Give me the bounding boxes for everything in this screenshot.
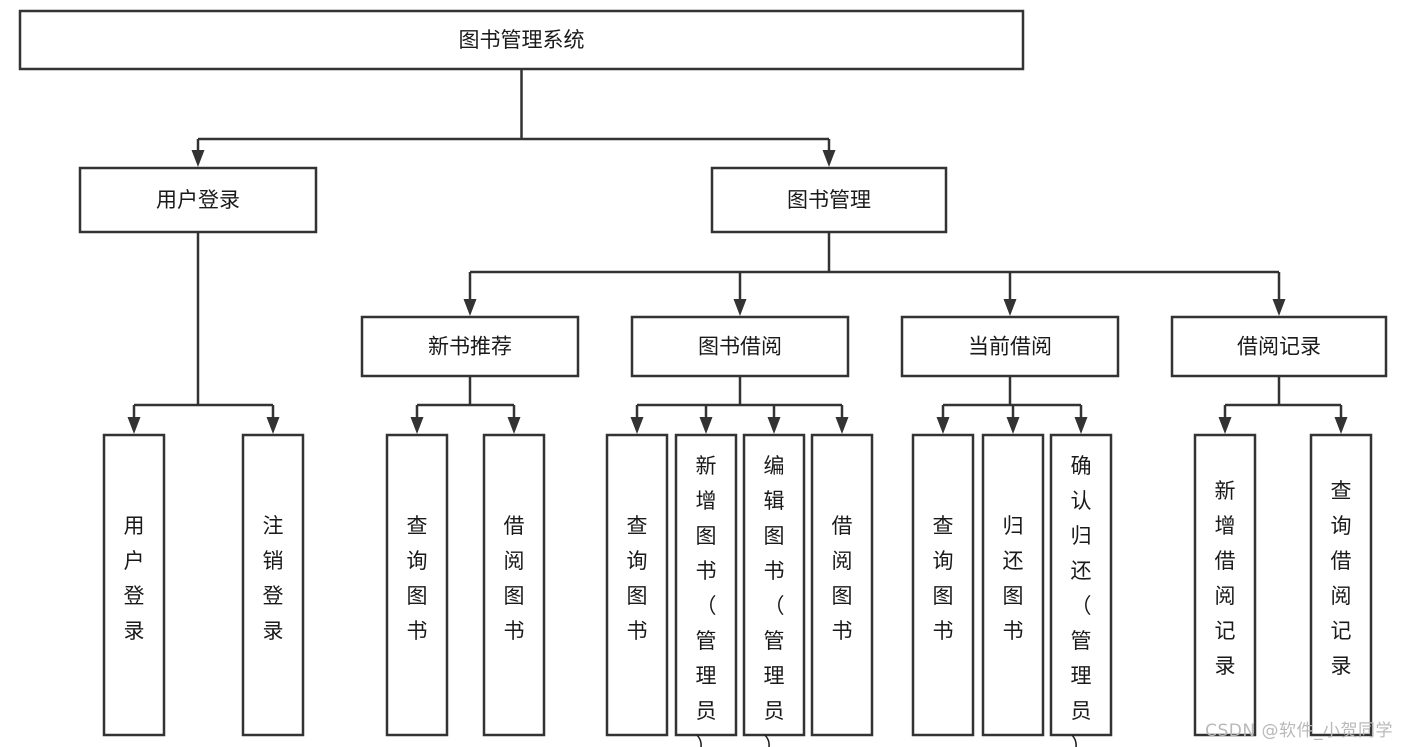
node-label-leaf-query-record: 查询借阅记录 — [1331, 479, 1352, 678]
node-leaf-logout[interactable]: 注销登录 — [241, 433, 305, 737]
arrow-head-icon — [733, 299, 747, 316]
node-label-user-login: 用户登录 — [156, 188, 240, 212]
node-label-leaf-return-book: 归还图书 — [1003, 514, 1024, 643]
node-leaf-query-book-2[interactable]: 查询图书 — [605, 433, 669, 737]
arrow-head-icon — [1074, 417, 1088, 434]
arrow-head-icon — [266, 417, 280, 434]
node-label-borrow-record: 借阅记录 — [1237, 335, 1321, 359]
node-label-leaf-confirm-return: 确认归还（管理员） — [1071, 454, 1092, 747]
arrow-head-icon — [1006, 417, 1020, 434]
node-box-root[interactable] — [18, 9, 1025, 71]
node-leaf-query-book-1[interactable]: 查询图书 — [385, 433, 449, 737]
node-label-leaf-add-book: 新增图书（管理员） — [696, 454, 717, 747]
node-box-leaf-edit-book[interactable] — [742, 433, 806, 737]
arrow-head-icon — [1218, 417, 1232, 434]
arrow-head-icon — [463, 299, 477, 316]
node-label-leaf-logout: 注销登录 — [263, 514, 284, 643]
node-book-management[interactable]: 图书管理 — [710, 166, 948, 234]
connector-group — [630, 376, 849, 434]
arrow-head-icon — [936, 417, 950, 434]
watermark-label: CSDN @软件_小贺同学 — [1205, 721, 1393, 741]
node-box-leaf-user-login[interactable] — [102, 433, 166, 737]
node-user-login[interactable]: 用户登录 — [78, 166, 318, 234]
node-box-leaf-query-book-3[interactable] — [911, 433, 975, 737]
node-box-leaf-query-book-2[interactable] — [605, 433, 669, 737]
node-layer: 图书管理系统用户登录图书管理新书推荐图书借阅当前借阅借阅记录用户登录注销登录查询… — [18, 9, 1388, 747]
node-box-leaf-return-book[interactable] — [981, 433, 1045, 737]
node-root[interactable]: 图书管理系统 — [18, 9, 1025, 71]
node-label-root: 图书管理系统 — [459, 28, 585, 52]
arrow-head-icon — [835, 417, 849, 434]
node-label-current-borrow: 当前借阅 — [968, 335, 1052, 359]
connector-group — [127, 232, 280, 434]
node-leaf-user-login[interactable]: 用户登录 — [102, 433, 166, 737]
node-box-leaf-query-record[interactable] — [1309, 433, 1373, 737]
node-box-leaf-borrow-book-2[interactable] — [810, 433, 874, 737]
node-label-leaf-query-book-1: 查询图书 — [407, 514, 428, 643]
arrow-head-icon — [1334, 417, 1348, 434]
connector-group — [463, 232, 1286, 316]
node-borrow-record[interactable]: 借阅记录 — [1170, 315, 1388, 378]
connector-group — [410, 376, 521, 434]
arrow-head-icon — [1003, 299, 1017, 316]
node-leaf-borrow-book-1[interactable]: 借阅图书 — [482, 433, 546, 737]
arrow-head-icon — [507, 417, 521, 434]
connector-layer — [127, 69, 1348, 434]
node-leaf-borrow-book-2[interactable]: 借阅图书 — [810, 433, 874, 737]
node-leaf-query-record[interactable]: 查询借阅记录 — [1309, 433, 1373, 737]
node-box-leaf-add-book[interactable] — [674, 433, 738, 737]
node-leaf-query-book-3[interactable]: 查询图书 — [911, 433, 975, 737]
node-label-leaf-borrow-book-1: 借阅图书 — [504, 514, 525, 643]
node-box-new-book-recommend[interactable] — [360, 315, 580, 378]
node-current-borrow[interactable]: 当前借阅 — [900, 315, 1120, 378]
node-box-leaf-borrow-book-1[interactable] — [482, 433, 546, 737]
node-label-leaf-add-record: 新增借阅记录 — [1215, 479, 1236, 678]
node-label-leaf-borrow-book-2: 借阅图书 — [832, 514, 853, 643]
node-label-leaf-query-book-3: 查询图书 — [933, 514, 954, 643]
arrow-head-icon — [767, 417, 781, 434]
node-label-leaf-query-book-2: 查询图书 — [627, 514, 648, 643]
node-new-book-recommend[interactable]: 新书推荐 — [360, 315, 580, 378]
node-box-leaf-logout[interactable] — [241, 433, 305, 737]
arrow-head-icon — [127, 417, 141, 434]
node-leaf-return-book[interactable]: 归还图书 — [981, 433, 1045, 737]
node-leaf-add-record[interactable]: 新增借阅记录 — [1193, 433, 1257, 737]
node-leaf-add-book[interactable]: 新增图书（管理员） — [674, 433, 738, 747]
node-book-borrow[interactable]: 图书借阅 — [630, 315, 850, 378]
arrow-head-icon — [822, 150, 836, 167]
node-label-book-borrow: 图书借阅 — [698, 335, 782, 359]
node-label-leaf-edit-book: 编辑图书（管理员） — [764, 454, 785, 747]
connector-group — [936, 376, 1088, 434]
node-label-new-book-recommend: 新书推荐 — [428, 335, 512, 359]
node-box-leaf-query-book-1[interactable] — [385, 433, 449, 737]
node-label-leaf-user-login: 用户登录 — [124, 514, 145, 643]
node-leaf-edit-book[interactable]: 编辑图书（管理员） — [742, 433, 806, 747]
arrow-head-icon — [410, 417, 424, 434]
node-box-book-management[interactable] — [710, 166, 948, 234]
node-box-current-borrow[interactable] — [900, 315, 1120, 378]
node-box-user-login[interactable] — [78, 166, 318, 234]
node-box-borrow-record[interactable] — [1170, 315, 1388, 378]
node-box-book-borrow[interactable] — [630, 315, 850, 378]
connector-group — [1218, 376, 1348, 434]
node-box-leaf-confirm-return[interactable] — [1049, 433, 1113, 737]
node-label-book-management: 图书管理 — [787, 188, 871, 212]
node-leaf-confirm-return[interactable]: 确认归还（管理员） — [1049, 433, 1113, 747]
arrow-head-icon — [1272, 299, 1286, 316]
arrow-head-icon — [699, 417, 713, 434]
arrow-head-icon — [630, 417, 644, 434]
connector-group — [191, 69, 836, 167]
node-box-leaf-add-record[interactable] — [1193, 433, 1257, 737]
arrow-head-icon — [191, 150, 205, 167]
